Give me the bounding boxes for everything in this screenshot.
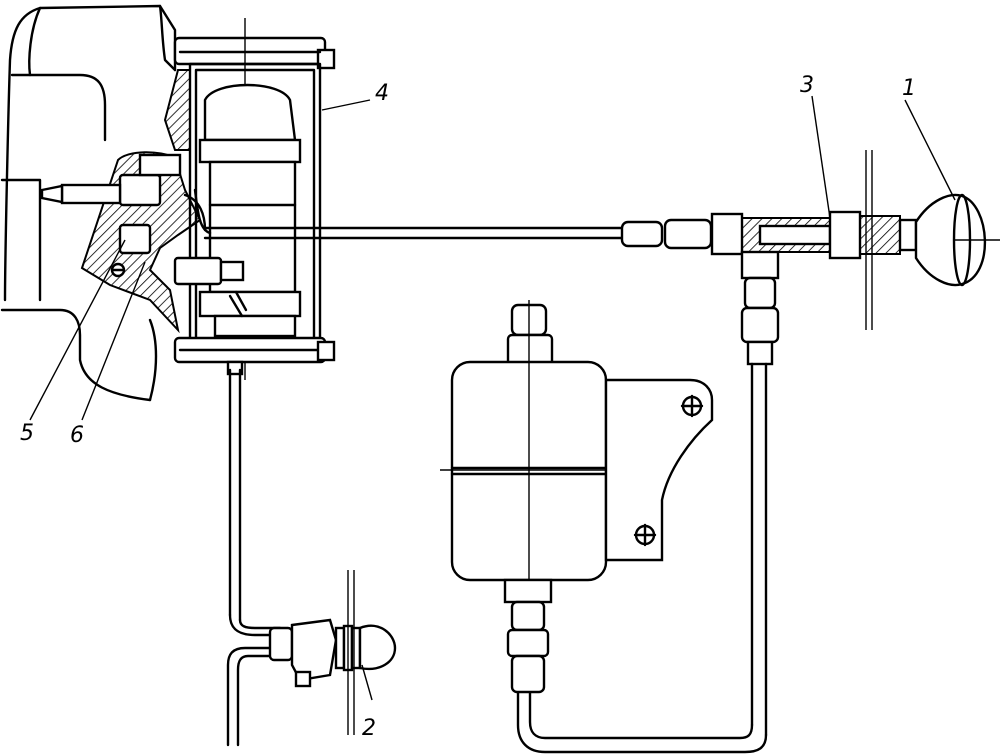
drain-tap-2 [268, 570, 397, 735]
callout-6: 6 [70, 423, 84, 448]
coarse-filter [440, 300, 714, 694]
fine-filter-4 [173, 18, 336, 380]
callout-4: 4 [375, 81, 389, 106]
callout-2: 2 [362, 716, 376, 741]
callout-3: 3 [800, 73, 814, 98]
hand-primer-pump-3 [620, 150, 1000, 366]
drain-line [226, 368, 282, 747]
callout-1: 1 [902, 76, 916, 101]
horizontal-fuel-line [193, 188, 627, 240]
callout-5: 5 [20, 421, 34, 446]
leader-lines [29, 95, 956, 701]
engine-block [0, 4, 177, 402]
return-fuel-line [516, 362, 768, 754]
pump-head [40, 69, 207, 334]
